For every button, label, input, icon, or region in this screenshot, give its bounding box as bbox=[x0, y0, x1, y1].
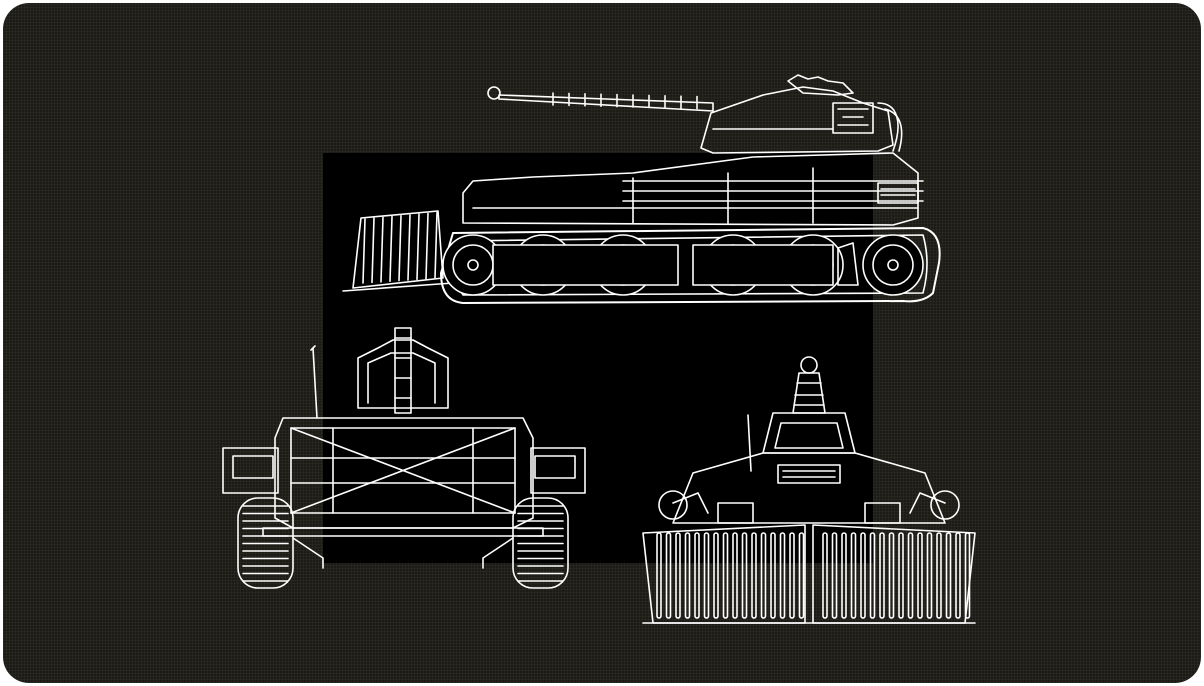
tank-rear-elevation-icon bbox=[213, 318, 593, 593]
black-backdrop-panel bbox=[323, 153, 873, 563]
tank-side-elevation-icon bbox=[333, 73, 953, 313]
tank-front-elevation-icon bbox=[633, 353, 985, 638]
blueprint-canvas bbox=[3, 3, 1201, 683]
